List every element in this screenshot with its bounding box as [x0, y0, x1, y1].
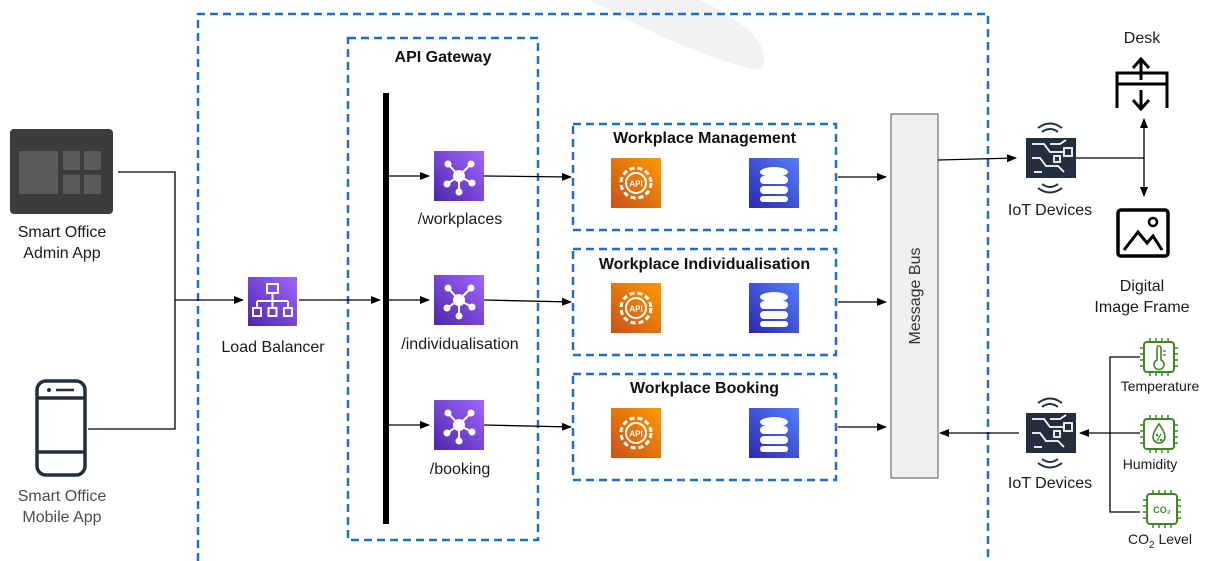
- iot-device-icon-bottom: [1026, 397, 1076, 469]
- route-icons: [434, 151, 484, 450]
- service-icons: API API: [611, 158, 799, 458]
- message-bus-label: Message Bus: [907, 248, 924, 345]
- route-icon-workplaces: [434, 151, 484, 201]
- route-label-workplaces: /workplaces: [417, 211, 503, 228]
- humidity-icon: [1140, 415, 1178, 453]
- route-icon-individualisation: [434, 275, 484, 325]
- humidity-label: Humidity: [1122, 456, 1178, 472]
- load-balancer-icon: [248, 277, 297, 326]
- api-gear-icon: API: [611, 283, 661, 333]
- image-frame-icon: [1116, 208, 1170, 258]
- co2-level-label: CO2 Level: [1112, 529, 1208, 556]
- gateway-bar: [383, 93, 389, 524]
- service-to-bus-arrows: [838, 173, 887, 431]
- service-box-booking: [571, 372, 838, 482]
- mobile-app-label: Smart Office Mobile App: [0, 486, 124, 528]
- service-box-management: [571, 122, 838, 232]
- mobile-app-icon: [35, 379, 87, 477]
- api-gear-icon: API: [611, 408, 661, 458]
- co2-suffix: Level: [1154, 531, 1192, 547]
- api-gateway-box: [346, 36, 540, 542]
- temperature-label: Temperature: [1120, 378, 1200, 394]
- api-gateway-title: API Gateway: [394, 49, 492, 66]
- svg-text:API: API: [629, 430, 642, 439]
- watermark: [590, 0, 764, 70]
- service-title-booking: Workplace Booking: [629, 380, 780, 397]
- message-bus: [890, 113, 939, 479]
- sensor-connectors: [1079, 356, 1140, 513]
- desk-icon: [1115, 56, 1169, 112]
- bar-to-route-arrows: [389, 172, 430, 429]
- mobile-app-label-line1: Smart Office: [17, 488, 107, 505]
- svg-text:API: API: [629, 305, 642, 314]
- image-frame-label-line1: Digital: [1119, 278, 1165, 295]
- image-frame-label: Digital Image Frame: [1080, 276, 1204, 318]
- desk-label: Desk: [1123, 30, 1161, 47]
- service-box-individualisation: [571, 247, 838, 357]
- co2-sensor-icon: CO₂: [1143, 490, 1181, 528]
- co2-subscript: 2: [1149, 539, 1155, 551]
- image-frame-label-line2: Image Frame: [1094, 299, 1190, 316]
- service-title-individualisation: Workplace Individualisation: [598, 256, 811, 273]
- system-boundary: [196, 12, 990, 561]
- bus-to-iot-arrow: [937, 154, 1017, 163]
- iot-device-icon-top: [1026, 122, 1076, 194]
- route-icon-booking: [434, 400, 484, 450]
- database-icon: [749, 158, 799, 208]
- co2-chip-text: CO₂: [1153, 505, 1171, 515]
- iot-devices-label-bottom: IoT Devices: [1007, 475, 1093, 492]
- admin-app-label-line1: Smart Office: [17, 224, 107, 241]
- mobile-app-label-line2: Mobile App: [22, 509, 102, 526]
- database-icon: [749, 408, 799, 458]
- route-label-booking: /booking: [429, 461, 491, 478]
- co2-prefix: CO: [1128, 531, 1150, 547]
- svg-text:API: API: [629, 180, 642, 189]
- thermometer-icon: [1140, 338, 1178, 376]
- admin-app-icon: [10, 129, 113, 214]
- iot-to-actuator-connectors: [1076, 118, 1148, 197]
- app-connectors: [88, 171, 244, 430]
- route-label-individualisation: /individualisation: [401, 336, 519, 353]
- database-icon: [749, 283, 799, 333]
- api-gear-icon: API: [611, 158, 661, 208]
- service-title-management: Workplace Management: [613, 130, 796, 147]
- admin-app-label: Smart Office Admin App: [0, 222, 124, 264]
- route-to-service-arrows: [483, 172, 572, 431]
- admin-app-label-line2: Admin App: [23, 245, 101, 262]
- iot-devices-label-top: IoT Devices: [1007, 202, 1093, 219]
- load-balancer-label: Load Balancer: [221, 339, 325, 356]
